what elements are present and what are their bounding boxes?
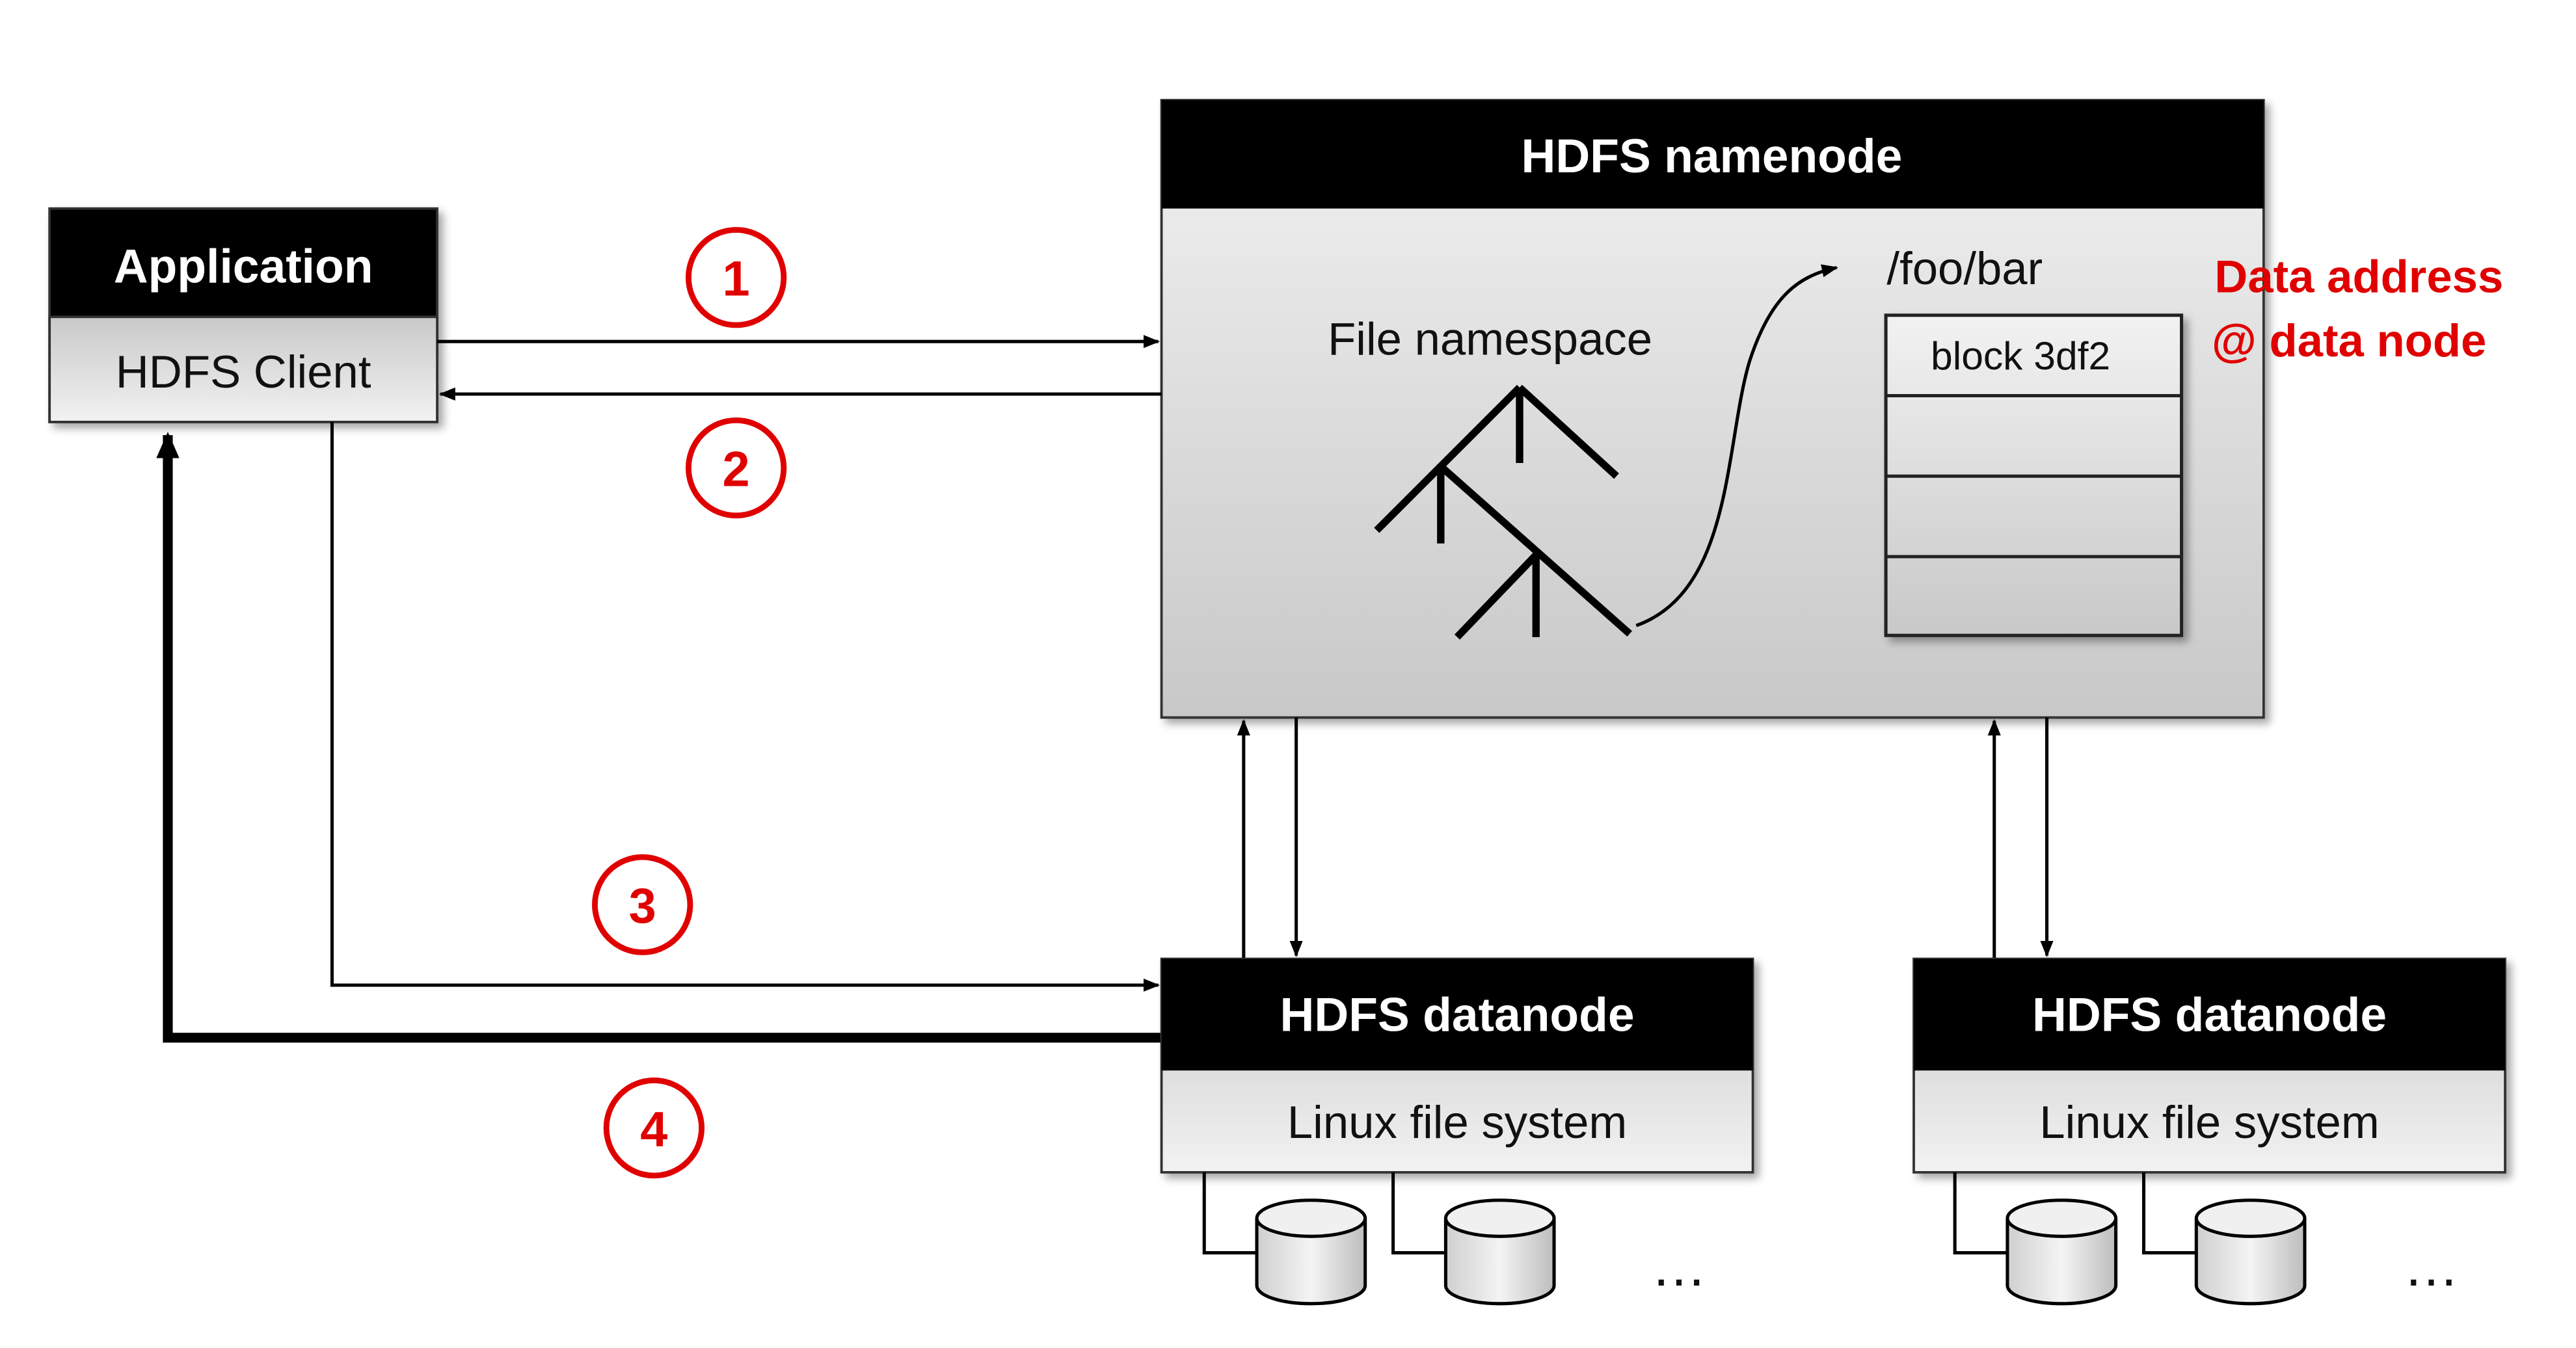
application-box <box>48 207 438 423</box>
datanode-1-fs-label: Linux file system <box>1287 1096 1628 1148</box>
disk-icon <box>1255 1198 1367 1306</box>
block-table <box>1884 313 2184 637</box>
datanode-2-fs-label: Linux file system <box>2039 1096 2380 1148</box>
step-3-number: 3 <box>629 879 656 934</box>
datanode-2-disks <box>1953 1172 2307 1306</box>
step-1-number: 1 <box>723 251 750 306</box>
datanode-box-1 <box>1160 957 1754 1174</box>
data-address-note-line2: @ data node <box>2212 315 2486 366</box>
step-3-marker: 3 <box>592 854 693 955</box>
namespace-to-file-arrow <box>1635 264 1838 628</box>
read-request-arrow-3 <box>330 421 1161 992</box>
step-1-marker: 1 <box>685 227 787 328</box>
step-4-number: 4 <box>640 1102 667 1157</box>
datanode-1-title: HDFS datanode <box>1280 988 1635 1042</box>
datanode-1-more-disks: … <box>1651 1236 1707 1298</box>
application-title: Application <box>114 239 373 293</box>
datanode-2-title: HDFS datanode <box>2032 988 2387 1042</box>
step-4-marker: 4 <box>603 1077 705 1179</box>
data-return-arrow-4 <box>156 432 1162 1043</box>
block-entry: block 3df2 <box>1931 334 2110 378</box>
step-2-marker: 2 <box>685 417 787 519</box>
namespace-tree-icon <box>1374 384 1632 640</box>
hdfs-client-label: HDFS Client <box>116 346 371 397</box>
step-2-number: 2 <box>723 442 750 497</box>
file-namespace-label: File namespace <box>1328 313 1652 364</box>
file-path-label: /foo/bar <box>1886 243 2043 294</box>
datanode-1-disks <box>1202 1172 1556 1306</box>
namenode-title: HDFS namenode <box>1522 129 1903 183</box>
data-address-note-line1: Data address <box>2214 250 2503 302</box>
disk-icon <box>2194 1198 2307 1306</box>
disk-icon <box>1443 1198 1556 1306</box>
datanode-box-2 <box>1912 957 2506 1174</box>
disk-icon <box>2006 1198 2118 1306</box>
datanode-2-more-disks: … <box>2403 1236 2459 1298</box>
